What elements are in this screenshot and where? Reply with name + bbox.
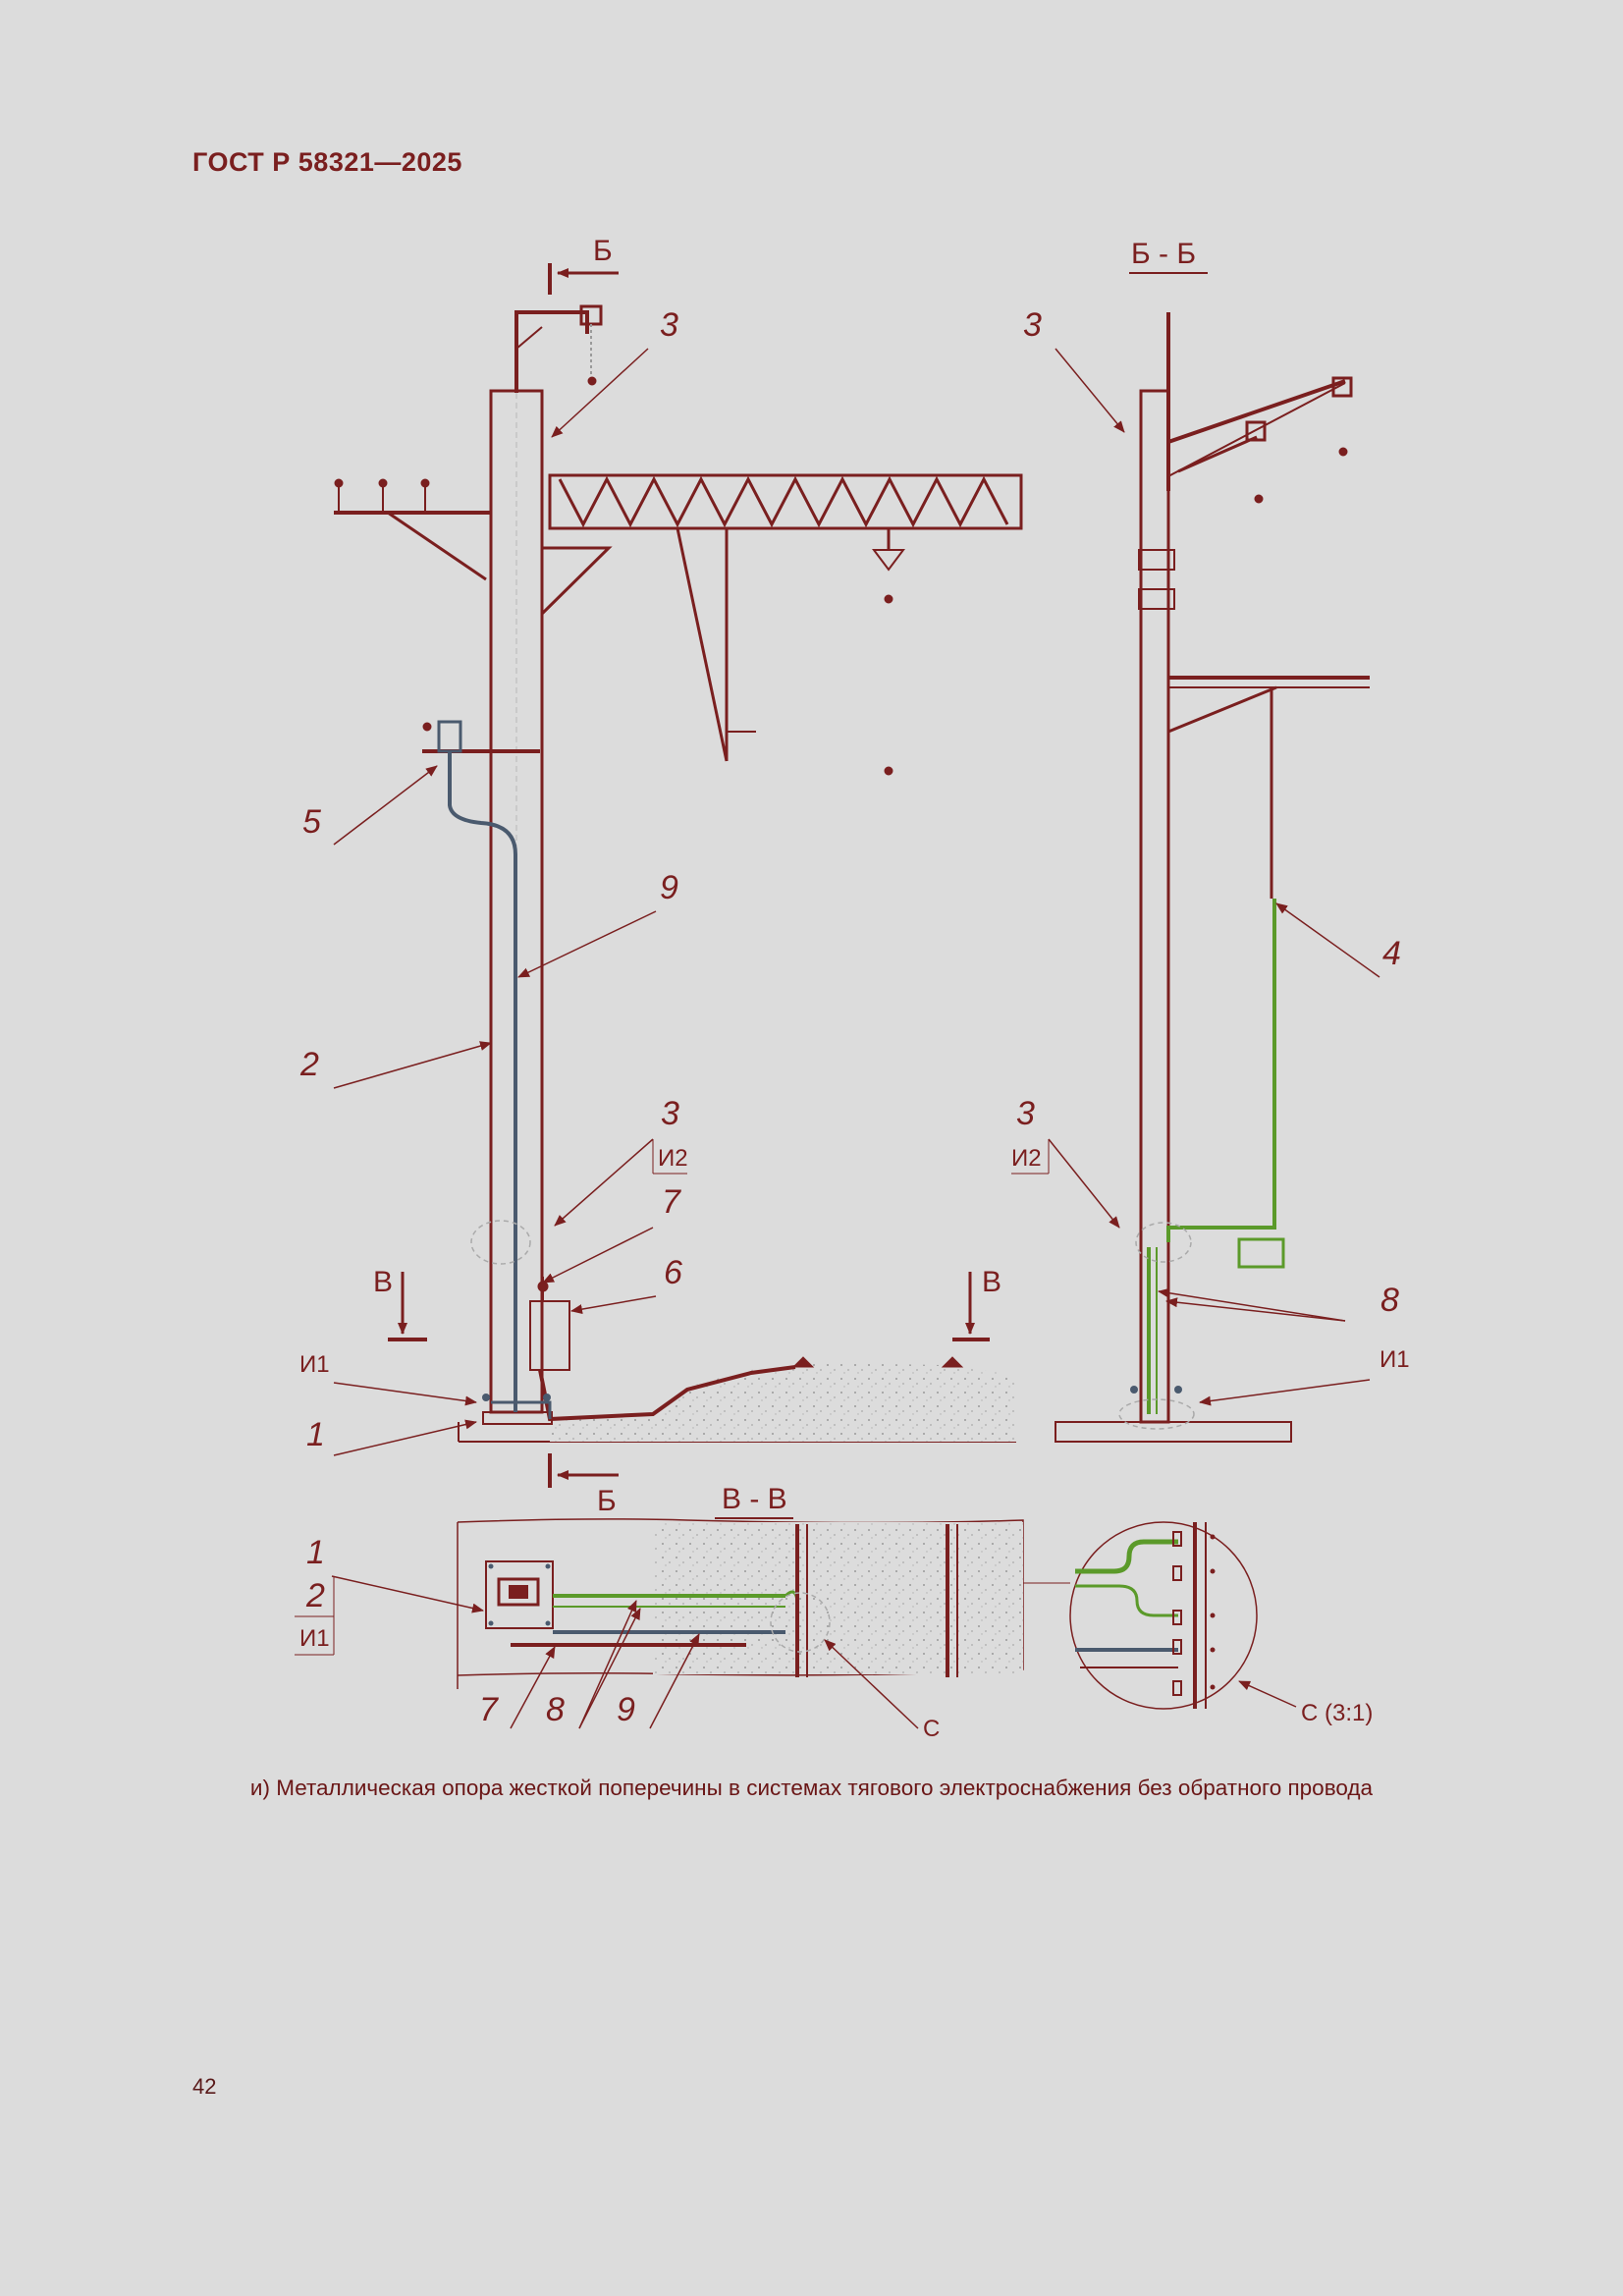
rigid-crossbar-truss xyxy=(548,473,1023,530)
section-bb-leaders xyxy=(1048,348,1380,1406)
callout-9-top: 9 xyxy=(660,869,678,906)
front-view-leaders xyxy=(333,348,657,1456)
cut-marker-v-left xyxy=(388,1272,427,1341)
cut-label-v-left: В xyxy=(373,1266,393,1298)
section-vv-view xyxy=(457,1518,1070,1689)
callout-9-vv: 9 xyxy=(617,1691,635,1728)
callout-7-vv: 7 xyxy=(479,1691,499,1728)
section-vv-leaders xyxy=(331,1575,919,1729)
callout-6: 6 xyxy=(664,1254,682,1291)
figure-caption: и) Металлическая опора жесткой поперечин… xyxy=(249,1776,1374,1800)
cut-marker-v-right xyxy=(952,1272,990,1341)
foundation xyxy=(482,1411,553,1425)
callout-2: 2 xyxy=(299,1046,319,1083)
callout-1-vv: 1 xyxy=(306,1534,325,1571)
callout-8-bb: 8 xyxy=(1380,1282,1399,1319)
callout-1-front: 1 xyxy=(306,1416,325,1453)
detail-c-title: С (3:1) xyxy=(1301,1700,1373,1726)
mast-side xyxy=(1139,389,1170,1424)
front-view xyxy=(334,304,1023,1443)
cut-label-b-bottom: Б xyxy=(597,1485,617,1517)
section-bb-view xyxy=(1055,312,1370,1443)
cut-label-b-top: Б xyxy=(593,235,613,267)
callout-3-top: 3 xyxy=(660,306,678,344)
detail-c-marker: С xyxy=(923,1716,940,1742)
detail-c-view xyxy=(1069,1521,1258,1710)
callout-i1-bb: И1 xyxy=(1380,1346,1410,1373)
cut-marker-b-bottom xyxy=(548,1453,619,1488)
page-number: 42 xyxy=(192,2074,217,2099)
callout-i1-front: И1 xyxy=(299,1351,330,1378)
callout-3-i2: 3 xyxy=(661,1095,679,1132)
callout-i2: И2 xyxy=(658,1145,688,1172)
callout-8-vv: 8 xyxy=(546,1691,565,1728)
callout-3-bb: 3 xyxy=(1023,306,1042,344)
callout-5: 5 xyxy=(302,803,321,841)
embankment xyxy=(550,1363,1016,1442)
cut-label-v-right: В xyxy=(982,1266,1001,1298)
section-vv-title: В - В xyxy=(722,1483,787,1515)
section-bb-title: Б - Б xyxy=(1131,238,1196,270)
callout-3-bb-i2: 3 xyxy=(1016,1095,1035,1132)
callout-2-vv: 2 xyxy=(305,1577,325,1614)
callout-i1-vv: И1 xyxy=(299,1625,330,1652)
callout-4: 4 xyxy=(1382,935,1401,972)
document-standard-number: ГОСТ Р 58321—2025 xyxy=(192,147,462,177)
callout-i2-bb: И2 xyxy=(1011,1145,1042,1172)
cut-marker-b-top xyxy=(548,263,619,295)
callout-7-top: 7 xyxy=(662,1183,681,1221)
